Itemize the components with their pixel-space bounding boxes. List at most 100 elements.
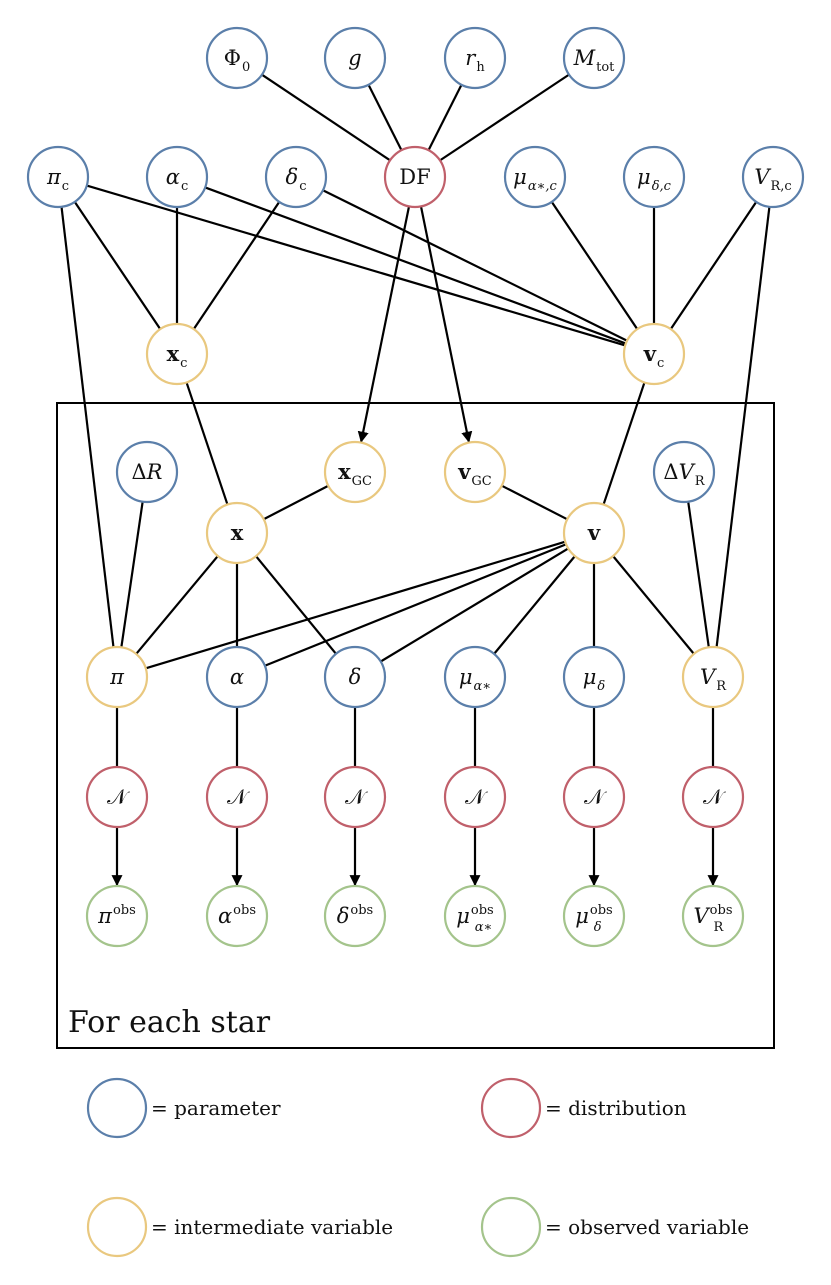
node-x-label: x xyxy=(231,520,244,545)
node-delta-label-part: δ xyxy=(349,665,362,689)
node-pic-label-part: π xyxy=(46,165,62,189)
plate-for-each-star xyxy=(56,402,775,1049)
node-xc-label: xc xyxy=(167,341,188,371)
edge-vrc-to-vr xyxy=(715,206,771,648)
node-mudelta-circle xyxy=(562,645,626,709)
legend: = parameter = distribution = intermediat… xyxy=(86,1077,749,1258)
node-mualpha-label: μα∗ xyxy=(459,665,491,694)
node-pic-label-part: c xyxy=(62,179,69,194)
node-mualphac-label-part: μ xyxy=(513,165,527,189)
edges-layer xyxy=(60,73,771,887)
node-pi: π xyxy=(85,645,149,709)
node-piobs-circle xyxy=(85,884,149,948)
node-mualphaobs-circle xyxy=(443,884,507,948)
node-alphac-label-part: c xyxy=(181,179,188,194)
node-vc: vc xyxy=(622,322,686,386)
node-n6: 𝒩 xyxy=(681,765,745,829)
node-alphaobs-label-part: α xyxy=(218,904,232,928)
node-xc-label-part: c xyxy=(180,356,187,371)
node-n4-label-part: 𝒩 xyxy=(465,785,488,809)
node-mualphac: μα∗,c xyxy=(503,145,567,209)
edge-deltac-to-xc xyxy=(192,201,281,330)
node-deltaobs-circle xyxy=(323,884,387,948)
node-mudeltaobs-label-part: obs xyxy=(590,903,613,918)
node-n4-circle xyxy=(443,765,507,829)
node-alphaobs-label: αobs xyxy=(218,903,256,928)
edge-dvr-to-vr xyxy=(687,501,710,648)
node-n5: 𝒩 xyxy=(562,765,626,829)
node-dr-label-part: Δ xyxy=(132,460,147,484)
node-alphac-label: αc xyxy=(166,165,188,194)
node-vrobs-label-part: V xyxy=(694,904,711,928)
node-dr: ΔR xyxy=(115,440,179,504)
edge-vgc-to-v xyxy=(501,484,568,521)
node-alphac-circle xyxy=(145,145,209,209)
node-n1-label: 𝒩 xyxy=(107,785,130,809)
node-vc-circle xyxy=(622,322,686,386)
node-v: v xyxy=(562,501,626,565)
node-mualphaobs-label-part: μ xyxy=(456,904,470,928)
node-rh-label-part: r xyxy=(465,46,477,70)
edge-xgc-to-x xyxy=(263,484,329,521)
node-mualphac-circle xyxy=(503,145,567,209)
edge-pic-to-xc xyxy=(73,201,162,330)
node-mudelta: μδ xyxy=(562,645,626,709)
edge-x-to-delta xyxy=(255,555,337,655)
node-vgc-label-part: v xyxy=(457,459,471,484)
legend-distribution-swatch xyxy=(480,1077,542,1139)
edge-v-to-vr xyxy=(612,555,695,655)
edge-phi0-to-df xyxy=(261,73,391,162)
node-df-circle xyxy=(383,145,447,209)
node-mudeltac-label: μδ,c xyxy=(637,165,672,194)
edge-pic-to-pi xyxy=(60,206,115,648)
node-vr-circle xyxy=(681,645,745,709)
node-alphac: αc xyxy=(145,145,209,209)
node-vgc: vGC xyxy=(443,440,507,504)
node-mtot: Mtot xyxy=(562,26,626,90)
node-g: g xyxy=(323,26,387,90)
edge-pic-to-vc xyxy=(86,184,626,347)
node-df-label-part: DF xyxy=(399,165,430,189)
node-delta: δ xyxy=(323,645,387,709)
node-mudeltaobs-circle xyxy=(562,884,626,948)
node-dvr-label-part: R xyxy=(695,474,706,489)
node-vrc-label: VR,c xyxy=(754,165,791,194)
node-vc-label-part: c xyxy=(657,356,664,371)
node-n4-label: 𝒩 xyxy=(465,785,488,809)
node-vgc-circle xyxy=(443,440,507,504)
node-mudelta-label-part: μ xyxy=(583,665,597,689)
node-alpha-label: α xyxy=(230,665,244,689)
node-dvr-label-part: Δ xyxy=(663,460,678,484)
node-mualphac-label: μα∗,c xyxy=(513,165,557,194)
node-vrc-label-part: R,c xyxy=(770,179,791,194)
legend-intermediate-label: = intermediate variable xyxy=(151,1215,393,1239)
node-piobs: πobs xyxy=(85,884,149,948)
node-mudelta-label-part: δ xyxy=(597,679,605,694)
node-xgc-label-part: GC xyxy=(352,474,372,489)
node-x: x xyxy=(205,501,269,565)
node-vr-label: VR xyxy=(700,665,727,694)
node-g-circle xyxy=(323,26,387,90)
node-n6-label: 𝒩 xyxy=(703,785,726,809)
node-pi-label-part: π xyxy=(109,665,125,689)
node-alphaobs: αobs xyxy=(205,884,269,948)
node-xgc-label-part: x xyxy=(338,459,351,484)
node-mudeltac-circle xyxy=(622,145,686,209)
node-n2: 𝒩 xyxy=(205,765,269,829)
node-deltaobs-label-part: obs xyxy=(350,903,373,918)
node-mualphaobs-label-part: obs xyxy=(471,903,494,918)
node-mudelta-label: μδ xyxy=(583,665,606,694)
node-n6-label-part: 𝒩 xyxy=(703,785,726,809)
node-n1-circle xyxy=(85,765,149,829)
edge-df-to-vgc xyxy=(419,206,473,443)
legend-parameter-swatch xyxy=(86,1077,148,1139)
node-xc-label-part: x xyxy=(167,341,180,366)
node-deltac-label-part: δ xyxy=(286,165,299,189)
node-dvr-label-part: V xyxy=(679,460,696,484)
edge-deltac-to-vc xyxy=(322,189,628,342)
edge-vc-to-v xyxy=(602,382,646,505)
node-vrc-label-part: V xyxy=(754,165,771,189)
node-phi0-label-part: Φ xyxy=(224,46,241,70)
node-mudeltaobs-label-part: μ xyxy=(575,904,589,928)
